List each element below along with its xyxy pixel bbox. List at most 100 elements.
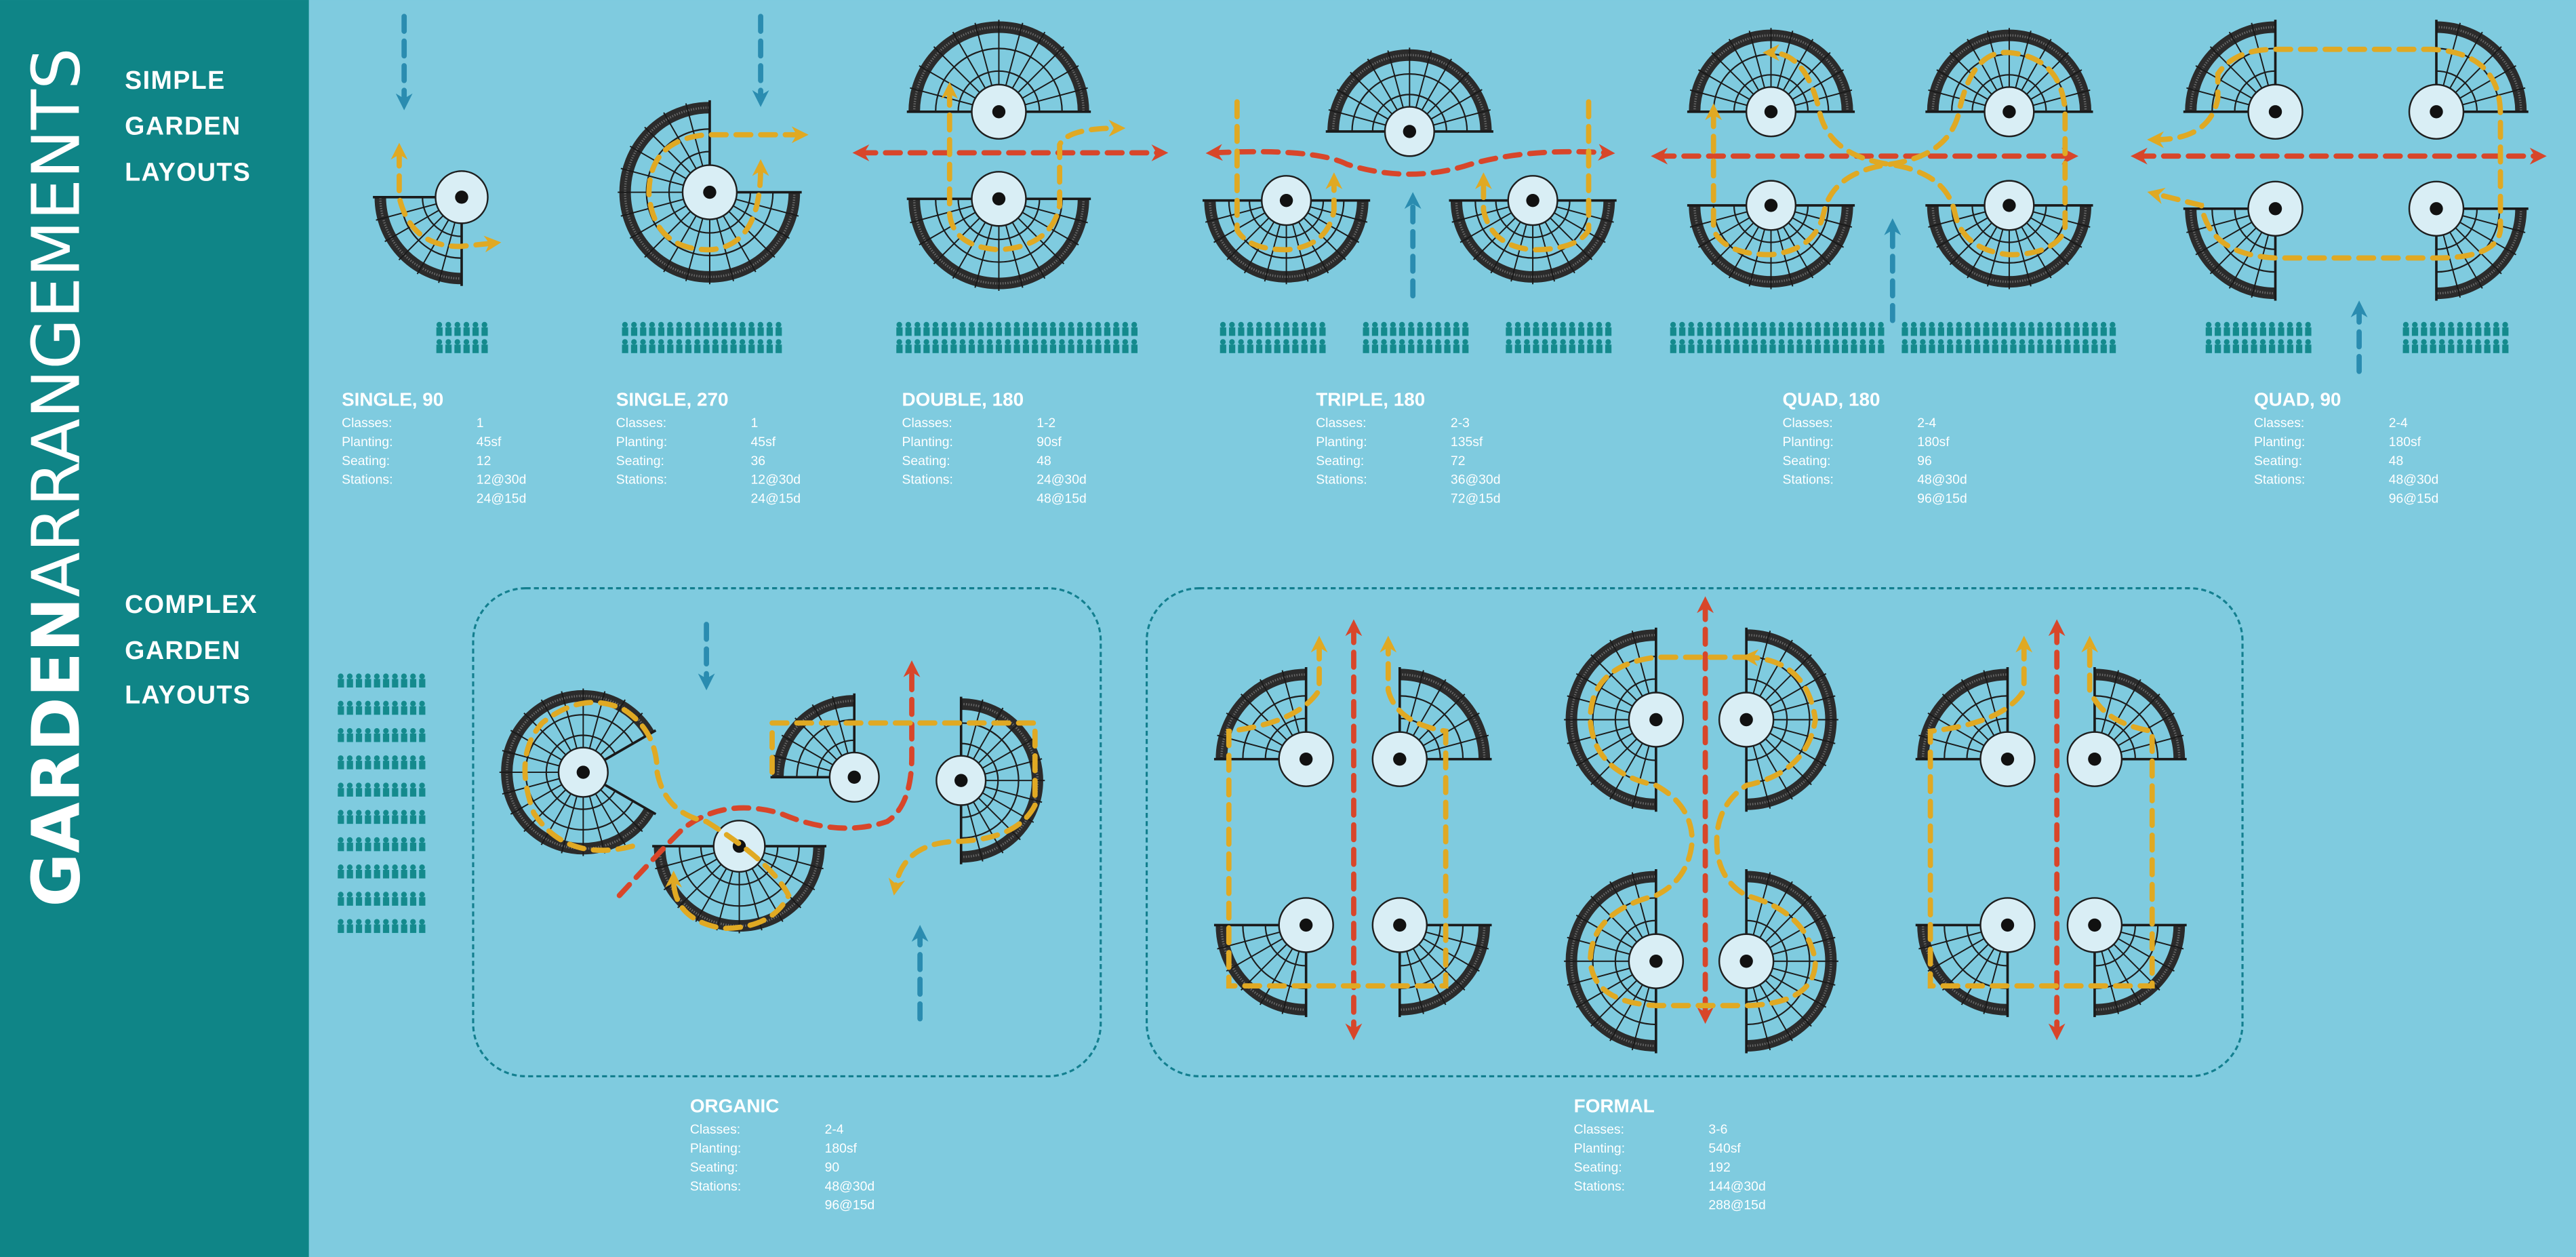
person-body bbox=[1247, 327, 1253, 336]
person-icon bbox=[1832, 339, 1839, 345]
person-icon bbox=[401, 810, 407, 816]
person-body bbox=[2232, 344, 2239, 353]
person-icon bbox=[2073, 321, 2080, 328]
person-body bbox=[1086, 344, 1093, 353]
person-icon bbox=[1506, 321, 1512, 328]
person-icon bbox=[2251, 321, 2257, 328]
person-icon bbox=[383, 837, 389, 843]
person-icon bbox=[338, 919, 344, 925]
person-icon bbox=[2475, 339, 2481, 345]
layout-stats: SINGLE, 90Classes:1Planting:45sfSeating:… bbox=[342, 389, 526, 506]
person-body bbox=[1878, 344, 1885, 353]
person-icon bbox=[1444, 321, 1450, 328]
person-icon bbox=[419, 919, 425, 925]
person-icon bbox=[1292, 321, 1298, 328]
person-body bbox=[2402, 327, 2409, 336]
person-icon bbox=[1805, 339, 1812, 345]
layout-stats: DOUBLE, 180Classes:1-2Planting:90sfSeati… bbox=[902, 389, 1086, 506]
person-body bbox=[2223, 327, 2230, 336]
person-icon bbox=[1769, 339, 1775, 345]
person-icon bbox=[2110, 339, 2116, 345]
person-icon bbox=[1832, 321, 1839, 328]
person-body bbox=[1859, 344, 1866, 353]
garden-bed bbox=[618, 100, 802, 285]
person-body bbox=[932, 344, 939, 353]
person-icon bbox=[1310, 321, 1316, 328]
person-body bbox=[986, 344, 993, 353]
person-icon bbox=[1131, 321, 1138, 328]
stat-value: 540sf bbox=[1708, 1141, 1741, 1156]
person-icon bbox=[1760, 321, 1767, 328]
person-body bbox=[1013, 344, 1020, 353]
person-body bbox=[2493, 344, 2500, 353]
stat-value: 90sf bbox=[1037, 435, 1062, 450]
person-icon bbox=[2001, 339, 2007, 345]
person-body bbox=[2055, 344, 2062, 353]
person-body bbox=[1670, 344, 1676, 353]
person-icon bbox=[1283, 321, 1289, 328]
person-body bbox=[640, 344, 647, 353]
person-icon bbox=[631, 321, 637, 328]
garden-bed bbox=[1564, 869, 1685, 1054]
person-icon bbox=[1842, 339, 1848, 345]
person-body bbox=[1787, 344, 1794, 353]
person-body bbox=[419, 870, 426, 879]
person-icon bbox=[419, 864, 425, 871]
person-body bbox=[1697, 327, 1704, 336]
person-body bbox=[1292, 344, 1299, 353]
hub-center-dot bbox=[2003, 105, 2016, 119]
person-body bbox=[1381, 344, 1388, 353]
person-icon bbox=[1310, 339, 1316, 345]
person-icon bbox=[392, 892, 398, 898]
person-body bbox=[1524, 327, 1531, 336]
person-body bbox=[409, 842, 417, 852]
person-body bbox=[1274, 327, 1281, 336]
hub-center-dot bbox=[2088, 752, 2101, 766]
person-body bbox=[419, 706, 426, 715]
person-body bbox=[950, 344, 957, 353]
person-icon bbox=[757, 321, 763, 328]
person-body bbox=[374, 788, 380, 797]
person-body bbox=[481, 327, 488, 336]
person-icon bbox=[1724, 339, 1731, 345]
person-body bbox=[392, 706, 399, 715]
person-icon bbox=[1229, 321, 1235, 328]
hub-center-dot bbox=[1764, 105, 1778, 119]
person-body bbox=[1920, 327, 1927, 336]
person-icon bbox=[419, 892, 425, 898]
person-body bbox=[2269, 327, 2276, 336]
person-icon bbox=[338, 673, 344, 679]
person-icon bbox=[1372, 339, 1378, 345]
person-icon bbox=[2296, 339, 2302, 345]
person-icon bbox=[1399, 321, 1405, 328]
person-icon bbox=[1301, 339, 1308, 345]
person-body bbox=[2019, 344, 2026, 353]
person-body bbox=[2484, 327, 2491, 336]
person-body bbox=[1041, 327, 1047, 336]
person-icon bbox=[1514, 321, 1521, 328]
person-body bbox=[382, 870, 390, 879]
person-icon bbox=[658, 321, 664, 328]
person-icon bbox=[1956, 321, 1962, 328]
person-icon bbox=[1506, 339, 1512, 345]
person-icon bbox=[2100, 321, 2107, 328]
hub-center-dot bbox=[1764, 199, 1778, 212]
person-body bbox=[1408, 344, 1415, 353]
person-icon bbox=[1524, 339, 1530, 345]
person-body bbox=[2278, 344, 2285, 353]
person-icon bbox=[767, 339, 773, 345]
layout-labels-layer: SINGLE, 90Classes:1Planting:45sfSeating:… bbox=[342, 389, 2438, 1213]
person-icon bbox=[2448, 339, 2454, 345]
person-icon bbox=[1050, 321, 1056, 328]
person-icon bbox=[2502, 321, 2508, 328]
hub-center-dot bbox=[2000, 752, 2015, 766]
person-body bbox=[419, 761, 426, 770]
stat-value: 24@15d bbox=[477, 492, 527, 506]
person-body bbox=[419, 924, 426, 934]
person-icon bbox=[2010, 321, 2016, 328]
person-body bbox=[2109, 327, 2116, 336]
person-icon bbox=[1013, 321, 1020, 328]
title-bold: GARDEN bbox=[18, 597, 94, 907]
person-body bbox=[445, 344, 452, 353]
person-icon bbox=[996, 339, 1002, 345]
